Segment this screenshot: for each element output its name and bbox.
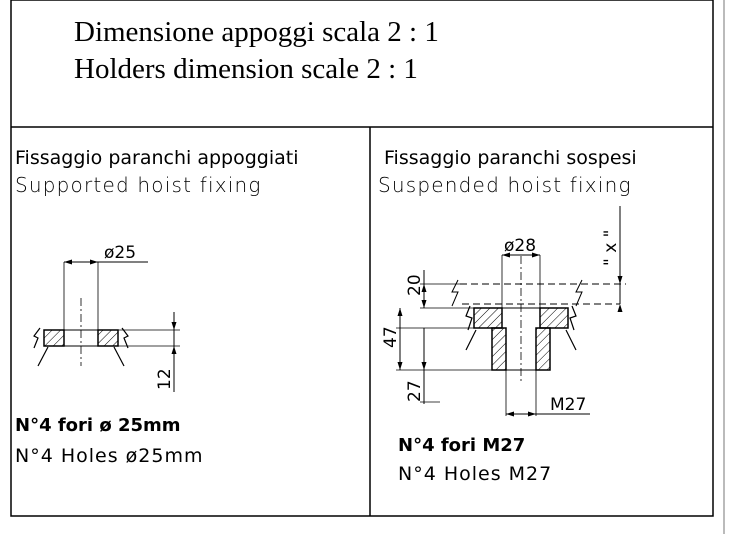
arrow [528, 411, 536, 417]
arrow [506, 411, 514, 417]
supported-holder-drawing: ø25 12 [33, 243, 180, 392]
dim-47-label: 47 [381, 326, 401, 348]
right-heading-italian: Fissaggio paranchi sospesi [384, 147, 637, 169]
arrow [90, 259, 98, 265]
dim-thickness-label: 12 [155, 368, 175, 390]
upper-break-left [451, 279, 459, 307]
plate-right [97, 329, 119, 347]
title-italian: Dimensione appoggi scala 2 : 1 [74, 16, 439, 48]
right-heading-english: Suspended hoist fixing [378, 173, 632, 197]
dim-27-label: 27 [405, 380, 425, 402]
leg-left [37, 346, 49, 367]
leg-right [113, 346, 125, 367]
arrow [421, 284, 427, 292]
dim-diameter-label: ø25 [104, 243, 136, 263]
left-note-english: N°4 Holes ø25mm [15, 445, 204, 467]
arrow [397, 362, 403, 370]
arrow [397, 308, 403, 316]
break-left [465, 305, 473, 331]
suspended-holder-drawing: ø28 " x " 20 47 27 [381, 206, 626, 417]
break-left [33, 327, 41, 349]
break-right [569, 305, 577, 331]
leg-right [565, 329, 577, 351]
title-english: Holders dimension scale 2 : 1 [74, 53, 418, 85]
arrow [171, 322, 177, 330]
plate-right [539, 307, 569, 329]
arrow [617, 304, 623, 312]
right-note-english: N°4 Holes M27 [398, 463, 553, 485]
arrow [421, 362, 427, 370]
arrow [532, 252, 540, 258]
nut-right [535, 327, 551, 371]
right-note-italian: N°4 fori M27 [398, 435, 526, 456]
arrow [617, 276, 623, 284]
nut-left [491, 327, 507, 371]
upper-break-right [575, 279, 583, 307]
dim-thread-label: M27 [550, 395, 586, 415]
left-note-italian: N°4 fori ø 25mm [15, 415, 181, 436]
arrow [502, 252, 510, 258]
left-heading-italian: Fissaggio paranchi appoggiati [15, 147, 299, 169]
arrow [171, 346, 177, 354]
arrow [64, 259, 72, 265]
arrow [421, 300, 427, 308]
break-right [121, 327, 129, 349]
outer-border [10, 0, 714, 517]
dim-diameter-label: ø28 [504, 236, 536, 256]
plate-left [43, 329, 65, 347]
plate-left [473, 307, 503, 329]
dim-20-label: 20 [405, 274, 425, 296]
leg-left [465, 329, 477, 351]
left-heading-english: Supported hoist fixing [15, 173, 262, 197]
dim-x-label: " x " [601, 229, 621, 266]
